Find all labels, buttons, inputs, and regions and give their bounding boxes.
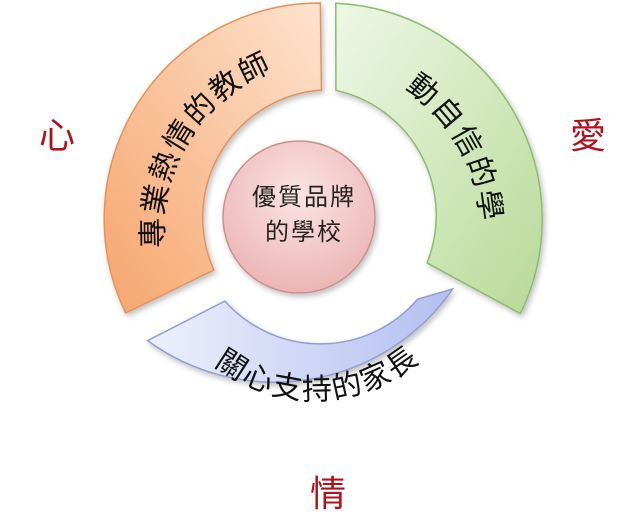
center-title-line2: 的學校 xyxy=(265,218,343,246)
center-circle xyxy=(222,140,376,294)
center-title-line1: 優質品牌 xyxy=(252,183,356,211)
side-char-bottom: 情 xyxy=(310,474,346,515)
side-char-left: 心 xyxy=(39,116,75,157)
segment-parents xyxy=(146,287,455,383)
segment-teachers xyxy=(103,2,323,315)
side-char-right: 愛 xyxy=(570,116,606,157)
segment-students xyxy=(335,2,543,315)
